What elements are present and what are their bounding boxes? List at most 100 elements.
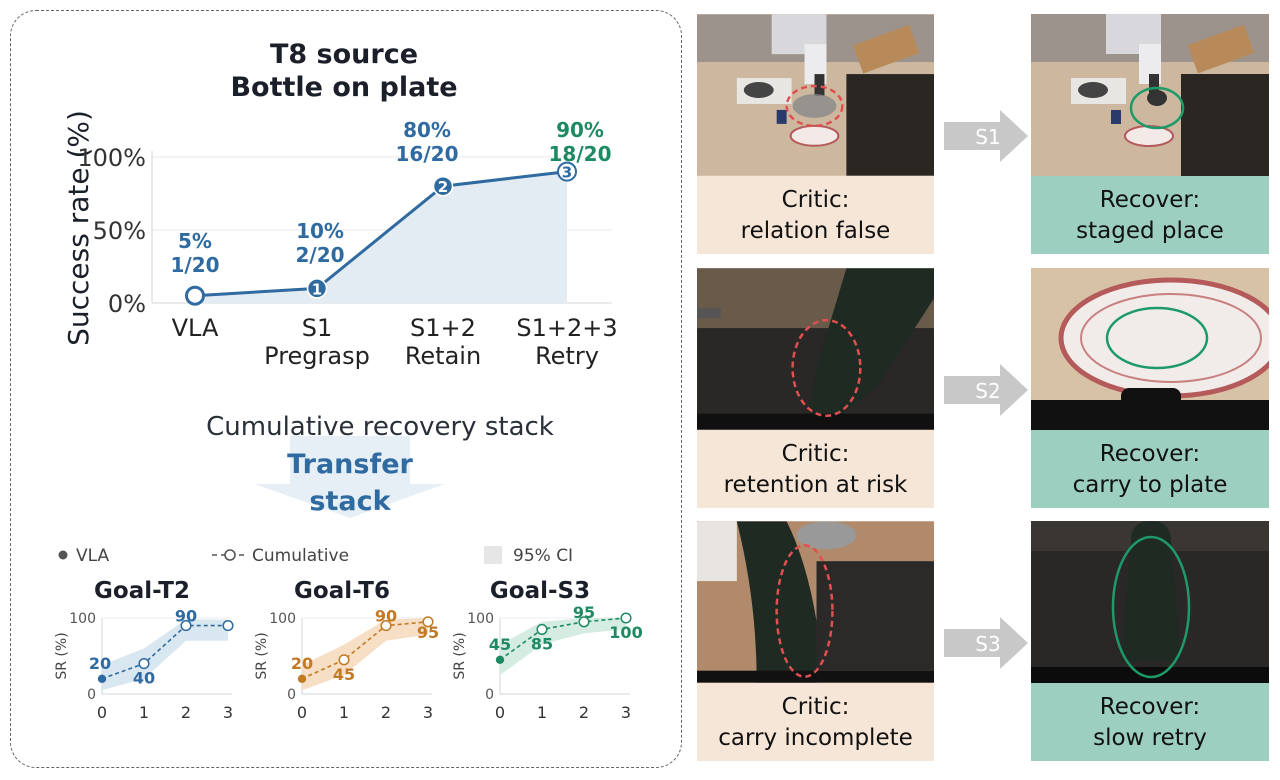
- critic-caption: Critic: retention at risk: [697, 430, 934, 508]
- cumulative-point: [222, 620, 234, 632]
- point-vla: [185, 285, 205, 306]
- point-label: 45: [333, 665, 355, 684]
- x-tick-label: Pregrasp: [264, 342, 370, 370]
- cumulative-point: [422, 616, 434, 628]
- count-label: 16/20: [396, 142, 459, 166]
- cumulative-line: [301, 621, 429, 680]
- small-x-tick: 0: [97, 703, 107, 722]
- stage-label: S1: [975, 125, 1000, 149]
- point-label: 40: [133, 669, 155, 688]
- recover-tile-s3: Recover: slow retry: [1031, 521, 1269, 761]
- recover-caption-title: Recover:: [1099, 694, 1201, 720]
- value-label: 5%: [178, 229, 212, 253]
- recover-caption: Recover: slow retry: [1031, 683, 1269, 761]
- count-label: 2/20: [295, 243, 344, 267]
- point-label: 20: [291, 654, 313, 673]
- small-y-tick: 0: [287, 687, 296, 703]
- critic-caption-text: retention at risk: [723, 472, 908, 498]
- cumulative-point: [338, 654, 350, 666]
- success-line: [194, 170, 568, 298]
- point-label: 90: [175, 607, 197, 626]
- cumulative-point: [138, 658, 150, 670]
- legend-vla-label: VLA: [76, 546, 109, 566]
- stage-arrow-s3: S3: [944, 617, 1028, 669]
- small-x-tick: 3: [621, 703, 631, 722]
- legend-vla-marker: [58, 550, 68, 560]
- vla-point: [97, 674, 107, 683]
- recover-caption: Recover: staged place: [1031, 176, 1269, 254]
- recover-tile-s2: Recover:carry to plate: [1031, 268, 1269, 508]
- small-x-tick: 2: [579, 703, 589, 722]
- count-label: 1/20: [170, 253, 219, 277]
- legend-cumulative-label: Cumulative: [252, 546, 349, 566]
- point-label: 95: [417, 623, 439, 642]
- scene-image: [1031, 521, 1269, 683]
- critic-tile-s3: Critic: carry incomplete: [697, 521, 934, 761]
- cumulative-point: [380, 620, 392, 632]
- step-marker-2: 2: [438, 178, 448, 196]
- stage-label: S3: [975, 632, 1000, 656]
- critic-caption: Critic: carry incomplete: [697, 683, 934, 761]
- y-tick-label: 100%: [77, 144, 146, 172]
- recover-caption-title: Recover:: [1099, 441, 1201, 467]
- x-tick-label: S1+2: [410, 314, 476, 342]
- point-label: 45: [489, 635, 511, 654]
- critic-caption-title: Critic:: [781, 441, 850, 467]
- stage-label: S2: [975, 379, 1000, 403]
- y-tick-label: 0%: [108, 290, 146, 318]
- point-label: 100: [609, 623, 642, 642]
- recover-caption-title: Recover:: [1099, 187, 1201, 213]
- small-x-tick: 2: [181, 703, 191, 722]
- y-tick-label: 50%: [93, 217, 146, 245]
- cumulative-point: [180, 620, 192, 632]
- point-label: 95: [573, 603, 595, 622]
- ci-band: [500, 618, 626, 675]
- scene-image: [1031, 268, 1269, 430]
- step-marker-1: 1: [312, 280, 322, 298]
- small-x-tick: 3: [423, 703, 433, 722]
- legend: VLA Cumulative 95% CI: [58, 546, 573, 566]
- critic-caption: Critic:relation false: [697, 176, 934, 254]
- cumulative-line: [499, 617, 627, 661]
- small-y-tick: 100: [467, 611, 494, 627]
- transfer-label: Transfer: [287, 449, 413, 480]
- transfer-label-stack: stack: [309, 486, 391, 517]
- critic-tile-s1: Critic:relation false: [697, 14, 934, 254]
- critic-tile-s2: Critic: retention at risk: [697, 268, 934, 508]
- small-y-tick: 0: [485, 687, 494, 703]
- legend-cumulative-marker: [224, 549, 236, 561]
- point-step-3: [557, 161, 577, 182]
- main-chart: T8 source Bottle on plate Success rate (…: [62, 39, 618, 370]
- small-y-label: SR (%): [54, 632, 70, 679]
- small-x-tick: 1: [339, 703, 349, 722]
- legend-ci-swatch: [484, 546, 502, 564]
- value-label: 90%: [556, 118, 604, 142]
- cumulative-point: [578, 616, 590, 628]
- ci-band: [102, 619, 228, 691]
- recover-caption-text: slow retry: [1093, 725, 1207, 751]
- vla-point: [495, 655, 505, 664]
- small-x-tick: 0: [495, 703, 505, 722]
- critic-caption-title: Critic:: [781, 187, 850, 213]
- small-y-tick: 100: [269, 611, 296, 627]
- step-marker-3: 3: [562, 164, 572, 182]
- critic-caption-title: Critic:: [781, 694, 850, 720]
- small-y-label: SR (%): [452, 632, 468, 679]
- small-y-tick: 0: [87, 687, 96, 703]
- chart-title: T8 source: [270, 39, 418, 70]
- small-x-tick: 1: [537, 703, 547, 722]
- x-tick-label: Retry: [535, 342, 599, 370]
- x-tick-label: S1+2+3: [516, 314, 617, 342]
- point-step-1: [306, 278, 328, 299]
- cumulative-line: [101, 624, 228, 680]
- left-panel: [10, 10, 682, 768]
- small-x-tick: 1: [139, 703, 149, 722]
- critic-caption-text: carry incomplete: [718, 725, 913, 751]
- count-label: 18/20: [549, 142, 612, 166]
- recover-caption-text: staged place: [1076, 218, 1224, 244]
- cumulative-point: [536, 623, 548, 635]
